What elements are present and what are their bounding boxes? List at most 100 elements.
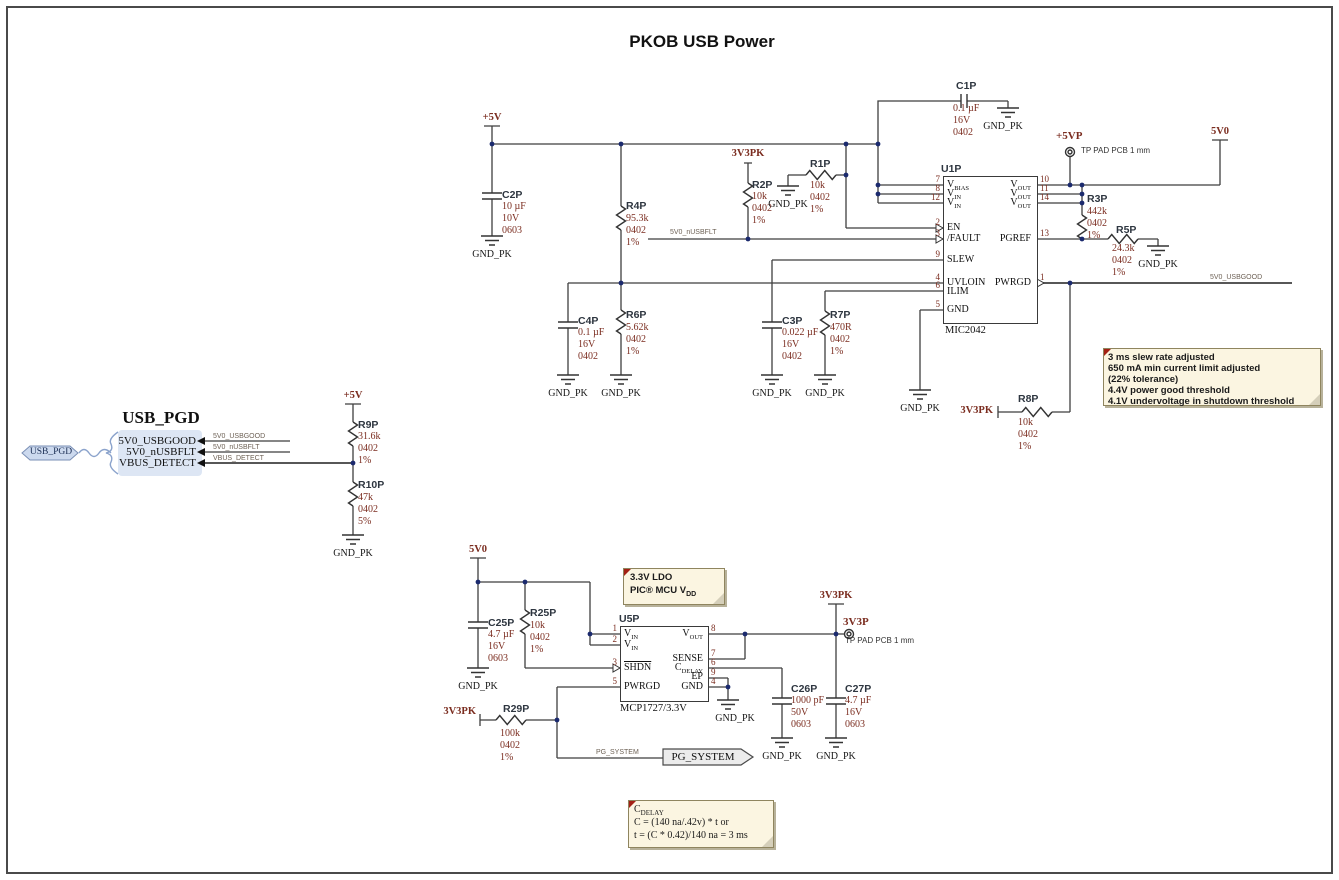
usb-pgd-title: USB_PGD: [122, 408, 200, 427]
r5p-value: 24.3k: [1112, 243, 1135, 254]
u5p-pin-number: 1: [612, 623, 618, 633]
note-dogear-icon: [762, 836, 773, 847]
r7p-ref: R7P: [830, 309, 851, 321]
u1p-pin-number: 7: [935, 174, 941, 184]
wire-label-nusbflt: 5V0_nUSBFLT: [213, 444, 260, 451]
u1p-pin-name: EN: [947, 222, 961, 233]
u1p-pin-number: 12: [931, 192, 940, 202]
note-line: PIC® MCU VDD: [630, 585, 697, 598]
c3p-value: 0402: [782, 351, 802, 362]
wire-usbpgd-short: [205, 440, 290, 453]
u1p-pin-number: 3: [935, 228, 941, 238]
r3p-ref: R3P: [1087, 193, 1108, 205]
note-dogear-icon: [1309, 394, 1320, 405]
ground-symbol: [480, 235, 504, 246]
ground-symbol: [716, 699, 740, 710]
u1p-pin-number: 10: [1040, 174, 1049, 184]
r10p-value: 5%: [358, 516, 372, 527]
harness-brace: [105, 431, 119, 475]
r25p-value: 0402: [530, 632, 550, 643]
net-flag-3v3p: 3V3P: [843, 616, 869, 628]
r10p-value: 0402: [358, 504, 378, 515]
r9p-value: 31.6k: [358, 431, 381, 442]
u1p-pin-number: 1: [1040, 272, 1045, 282]
note-line: C = (140 na/.42v) * t or: [634, 817, 729, 828]
note-marker-icon: [1104, 349, 1111, 356]
r3p-value: 0402: [1087, 218, 1107, 229]
r1p-ref: R1P: [810, 158, 831, 170]
resistor-symbol-r4p: [615, 205, 627, 231]
r10p-ref: R10P: [358, 479, 385, 491]
wire-label-vbus-detect: VBUS_DETECT: [213, 455, 264, 462]
net-flag-5v0: 5V0: [1210, 126, 1230, 137]
u5p-ref: U5P: [619, 613, 640, 625]
u1p-pin-name: ILIM: [947, 286, 969, 297]
u1p-pin-number: 13: [1040, 228, 1049, 238]
note-line: 4.1V undervoltage in shutdown threshold: [1108, 396, 1295, 407]
gnd-label: GND_PK: [983, 121, 1023, 132]
ground-symbol: [466, 667, 490, 678]
r9p-value: 1%: [358, 455, 372, 466]
usb-pgd-flag-label: USB_PGD: [29, 447, 73, 457]
c26p-value: 0603: [791, 719, 811, 730]
wire-label-usbgood: 5V0_USBGOOD: [1210, 274, 1263, 281]
r8p-value: 10k: [1018, 417, 1033, 428]
r25p-value: 1%: [530, 644, 544, 655]
note-line: 3 ms slew rate adjusted: [1108, 352, 1215, 363]
u1p-pin-name: VOUT: [1010, 179, 1031, 192]
note-line: 650 mA min current limit adjusted: [1108, 363, 1261, 374]
harness-arrow-icon: [197, 459, 205, 467]
c4p-value: 16V: [578, 339, 596, 350]
c2p-value: 10 µF: [502, 201, 526, 212]
junction-dots: [350, 141, 1085, 723]
capacitor-symbol-c25p: [467, 621, 489, 629]
resistor-symbol-r8p: [1021, 406, 1053, 418]
ground-symbol: [556, 374, 580, 385]
harness-squiggle: [78, 448, 112, 458]
gnd-label: GND_PK: [900, 403, 940, 414]
u1p-pin-name: VIN: [947, 197, 962, 210]
note-marker-icon: [629, 801, 636, 808]
ground-symbol: [770, 737, 794, 748]
harness-arrow-icon: [197, 448, 205, 456]
gnd-label: GND_PK: [1138, 259, 1178, 270]
ground-symbol: [824, 737, 848, 748]
wire-pgref-r5p: [1036, 238, 1159, 246]
u5p-pin-number: 8: [711, 623, 716, 633]
testpoint-note: TP PAD PCB 1 mm: [1081, 146, 1151, 155]
u1p-pin-name: PGREF: [999, 233, 1031, 244]
net-flag-5vp: +5VP: [1056, 130, 1083, 142]
r4p-value: 1%: [626, 237, 640, 248]
c1p-value: 0.1 µF: [953, 103, 980, 114]
net-flag-5v: +5V: [343, 390, 363, 401]
c2p-ref: C2P: [502, 189, 523, 201]
c27p-ref: C27P: [845, 683, 872, 695]
harness-signal: 5V0_USBGOOD: [118, 435, 196, 447]
r29p-value: 100k: [500, 728, 520, 739]
r2p-value: 0402: [752, 203, 772, 214]
wire-r9p-r10p: [345, 403, 361, 535]
note-cdelay: [628, 800, 774, 848]
gnd-label: GND_PK: [816, 751, 856, 762]
u1p-pin-number: 11: [1040, 183, 1049, 193]
u5p-pin-number: 5: [612, 676, 618, 686]
u5p-pin-name: VOUT: [682, 628, 703, 641]
r5p-value: 0402: [1112, 255, 1132, 266]
u1p-pin-name: GND: [947, 304, 969, 315]
c26p-ref: C26P: [791, 683, 818, 695]
wire-uvloin: [567, 282, 943, 375]
gnd-label: GND_PK: [472, 249, 512, 260]
r4p-value: 95.3k: [626, 213, 649, 224]
c1p-value: 16V: [953, 115, 971, 126]
resistor-symbol-r25p: [519, 609, 531, 635]
c26p-value: 1000 pF: [791, 695, 825, 706]
resistor-symbol-r10p: [347, 481, 359, 507]
harness-panel: [118, 430, 202, 476]
r9p-ref: R9P: [358, 419, 379, 431]
r4p-ref: R4P: [626, 200, 647, 212]
c1p-ref: C1P: [956, 80, 977, 92]
u5p-pin-name: VIN: [624, 639, 639, 652]
gnd-label: GND_PK: [548, 388, 588, 399]
